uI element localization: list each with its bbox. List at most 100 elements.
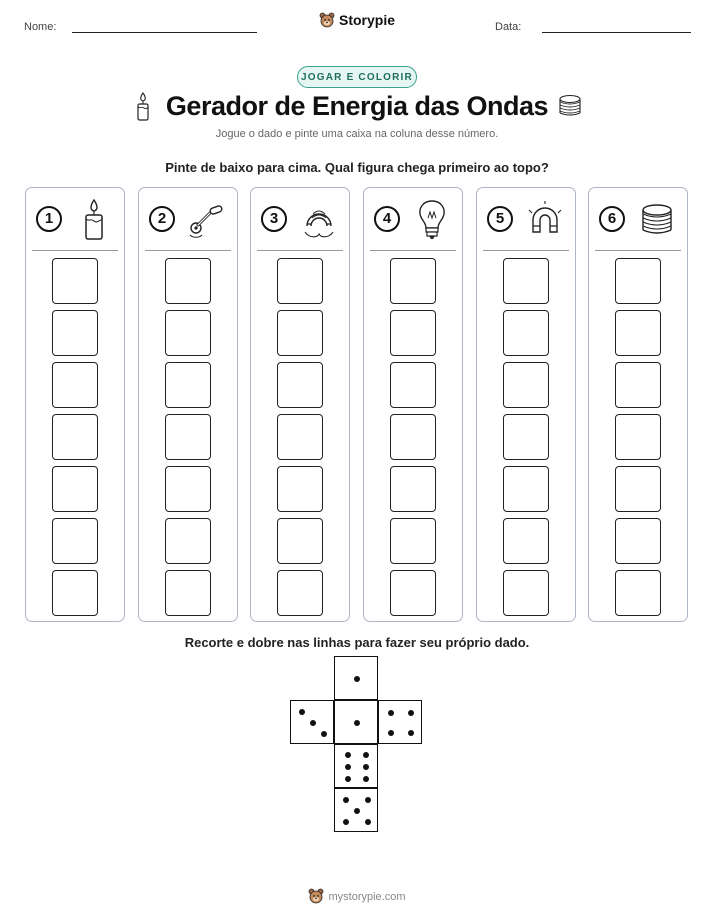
- color-box[interactable]: [503, 518, 549, 564]
- die-pip: [354, 808, 360, 814]
- column-divider: [257, 250, 343, 251]
- die-pip: [362, 764, 369, 770]
- color-box[interactable]: [503, 362, 549, 408]
- color-box[interactable]: [390, 258, 436, 304]
- die-pip: [345, 751, 352, 758]
- color-box[interactable]: [165, 414, 211, 460]
- color-box[interactable]: [52, 362, 98, 408]
- column-5: 5: [476, 187, 576, 622]
- die-face-3: [290, 700, 334, 744]
- candle-icon: [74, 198, 114, 242]
- column-1: 1: [25, 187, 125, 622]
- color-box[interactable]: [615, 518, 661, 564]
- color-box[interactable]: [503, 466, 549, 512]
- color-box[interactable]: [52, 310, 98, 356]
- column-2: 2: [138, 187, 238, 622]
- color-box[interactable]: [503, 310, 549, 356]
- copper-coil-icon: [637, 198, 677, 242]
- magnet-icon: [525, 198, 565, 242]
- die-pip: [321, 731, 327, 737]
- die-pip: [343, 819, 349, 825]
- die-face-6: [334, 744, 378, 788]
- color-box[interactable]: [615, 258, 661, 304]
- column-divider: [32, 250, 118, 251]
- brand-logo: Storypie: [0, 12, 714, 28]
- color-box[interactable]: [52, 518, 98, 564]
- color-box[interactable]: [615, 362, 661, 408]
- page-title: Gerador de Energia das Ondas: [165, 91, 549, 121]
- color-box[interactable]: [165, 466, 211, 512]
- color-box[interactable]: [390, 466, 436, 512]
- die-pip: [362, 751, 369, 758]
- die-pip: [365, 819, 371, 825]
- die-net: [290, 656, 424, 834]
- color-box[interactable]: [165, 362, 211, 408]
- color-box[interactable]: [52, 466, 98, 512]
- die-pip: [299, 709, 305, 715]
- footer: mystorypie.com: [0, 888, 714, 904]
- die-pip: [408, 730, 415, 737]
- color-box[interactable]: [277, 362, 323, 408]
- column-number: 1: [36, 206, 62, 232]
- color-box[interactable]: [615, 310, 661, 356]
- die-face-1: [334, 700, 378, 744]
- coloring-instruction: Pinte de baixo para cima. Qual figura ch…: [165, 160, 549, 175]
- die-pip: [362, 776, 369, 783]
- color-box[interactable]: [615, 466, 661, 512]
- color-box[interactable]: [165, 518, 211, 564]
- column-number: 3: [261, 206, 287, 232]
- die-instruction: Recorte e dobre nas linhas para fazer se…: [184, 635, 530, 650]
- color-box[interactable]: [52, 570, 98, 616]
- die-pip: [408, 709, 415, 716]
- die-pip: [345, 776, 352, 783]
- color-box[interactable]: [503, 414, 549, 460]
- color-box[interactable]: [277, 310, 323, 356]
- footer-url: mystorypie.com: [328, 891, 406, 903]
- color-box[interactable]: [277, 570, 323, 616]
- color-box[interactable]: [165, 258, 211, 304]
- color-box[interactable]: [390, 362, 436, 408]
- color-box[interactable]: [165, 310, 211, 356]
- crank-handle-icon: [187, 198, 227, 242]
- date-label: Data:: [495, 21, 522, 33]
- color-box[interactable]: [277, 258, 323, 304]
- color-box[interactable]: [277, 466, 323, 512]
- color-box[interactable]: [390, 570, 436, 616]
- name-label: Nome:: [24, 21, 57, 33]
- column-3: 3: [250, 187, 350, 622]
- die-pip: [345, 764, 352, 770]
- die-pip: [365, 797, 371, 803]
- die-pip: [354, 720, 360, 726]
- color-box[interactable]: [615, 570, 661, 616]
- column-number: 2: [149, 206, 175, 232]
- color-box[interactable]: [503, 258, 549, 304]
- name-field-line: [72, 32, 257, 33]
- color-box[interactable]: [277, 414, 323, 460]
- candle-icon: [137, 92, 149, 121]
- column-divider: [145, 250, 231, 251]
- color-box[interactable]: [277, 518, 323, 564]
- column-number: 4: [374, 206, 400, 232]
- color-box[interactable]: [390, 518, 436, 564]
- color-box[interactable]: [503, 570, 549, 616]
- color-box[interactable]: [52, 414, 98, 460]
- color-box[interactable]: [52, 258, 98, 304]
- activity-badge: JOGAR E COLORIR: [297, 66, 417, 88]
- die-pip: [310, 720, 316, 726]
- die-face-1: [334, 656, 378, 700]
- color-box[interactable]: [390, 414, 436, 460]
- color-box[interactable]: [615, 414, 661, 460]
- die-pip: [354, 676, 360, 682]
- bear-logo-icon: [309, 888, 324, 904]
- color-box[interactable]: [165, 570, 211, 616]
- light-bulb-icon: [412, 198, 452, 242]
- color-box[interactable]: [390, 310, 436, 356]
- column-divider: [370, 250, 456, 251]
- column-number: 5: [487, 206, 513, 232]
- date-field-line: [542, 32, 691, 33]
- column-6: 6: [588, 187, 688, 622]
- die-pip: [387, 730, 394, 737]
- magnet-coil-icon: [299, 198, 339, 242]
- die-pip: [387, 709, 394, 716]
- die-face-5: [334, 788, 378, 832]
